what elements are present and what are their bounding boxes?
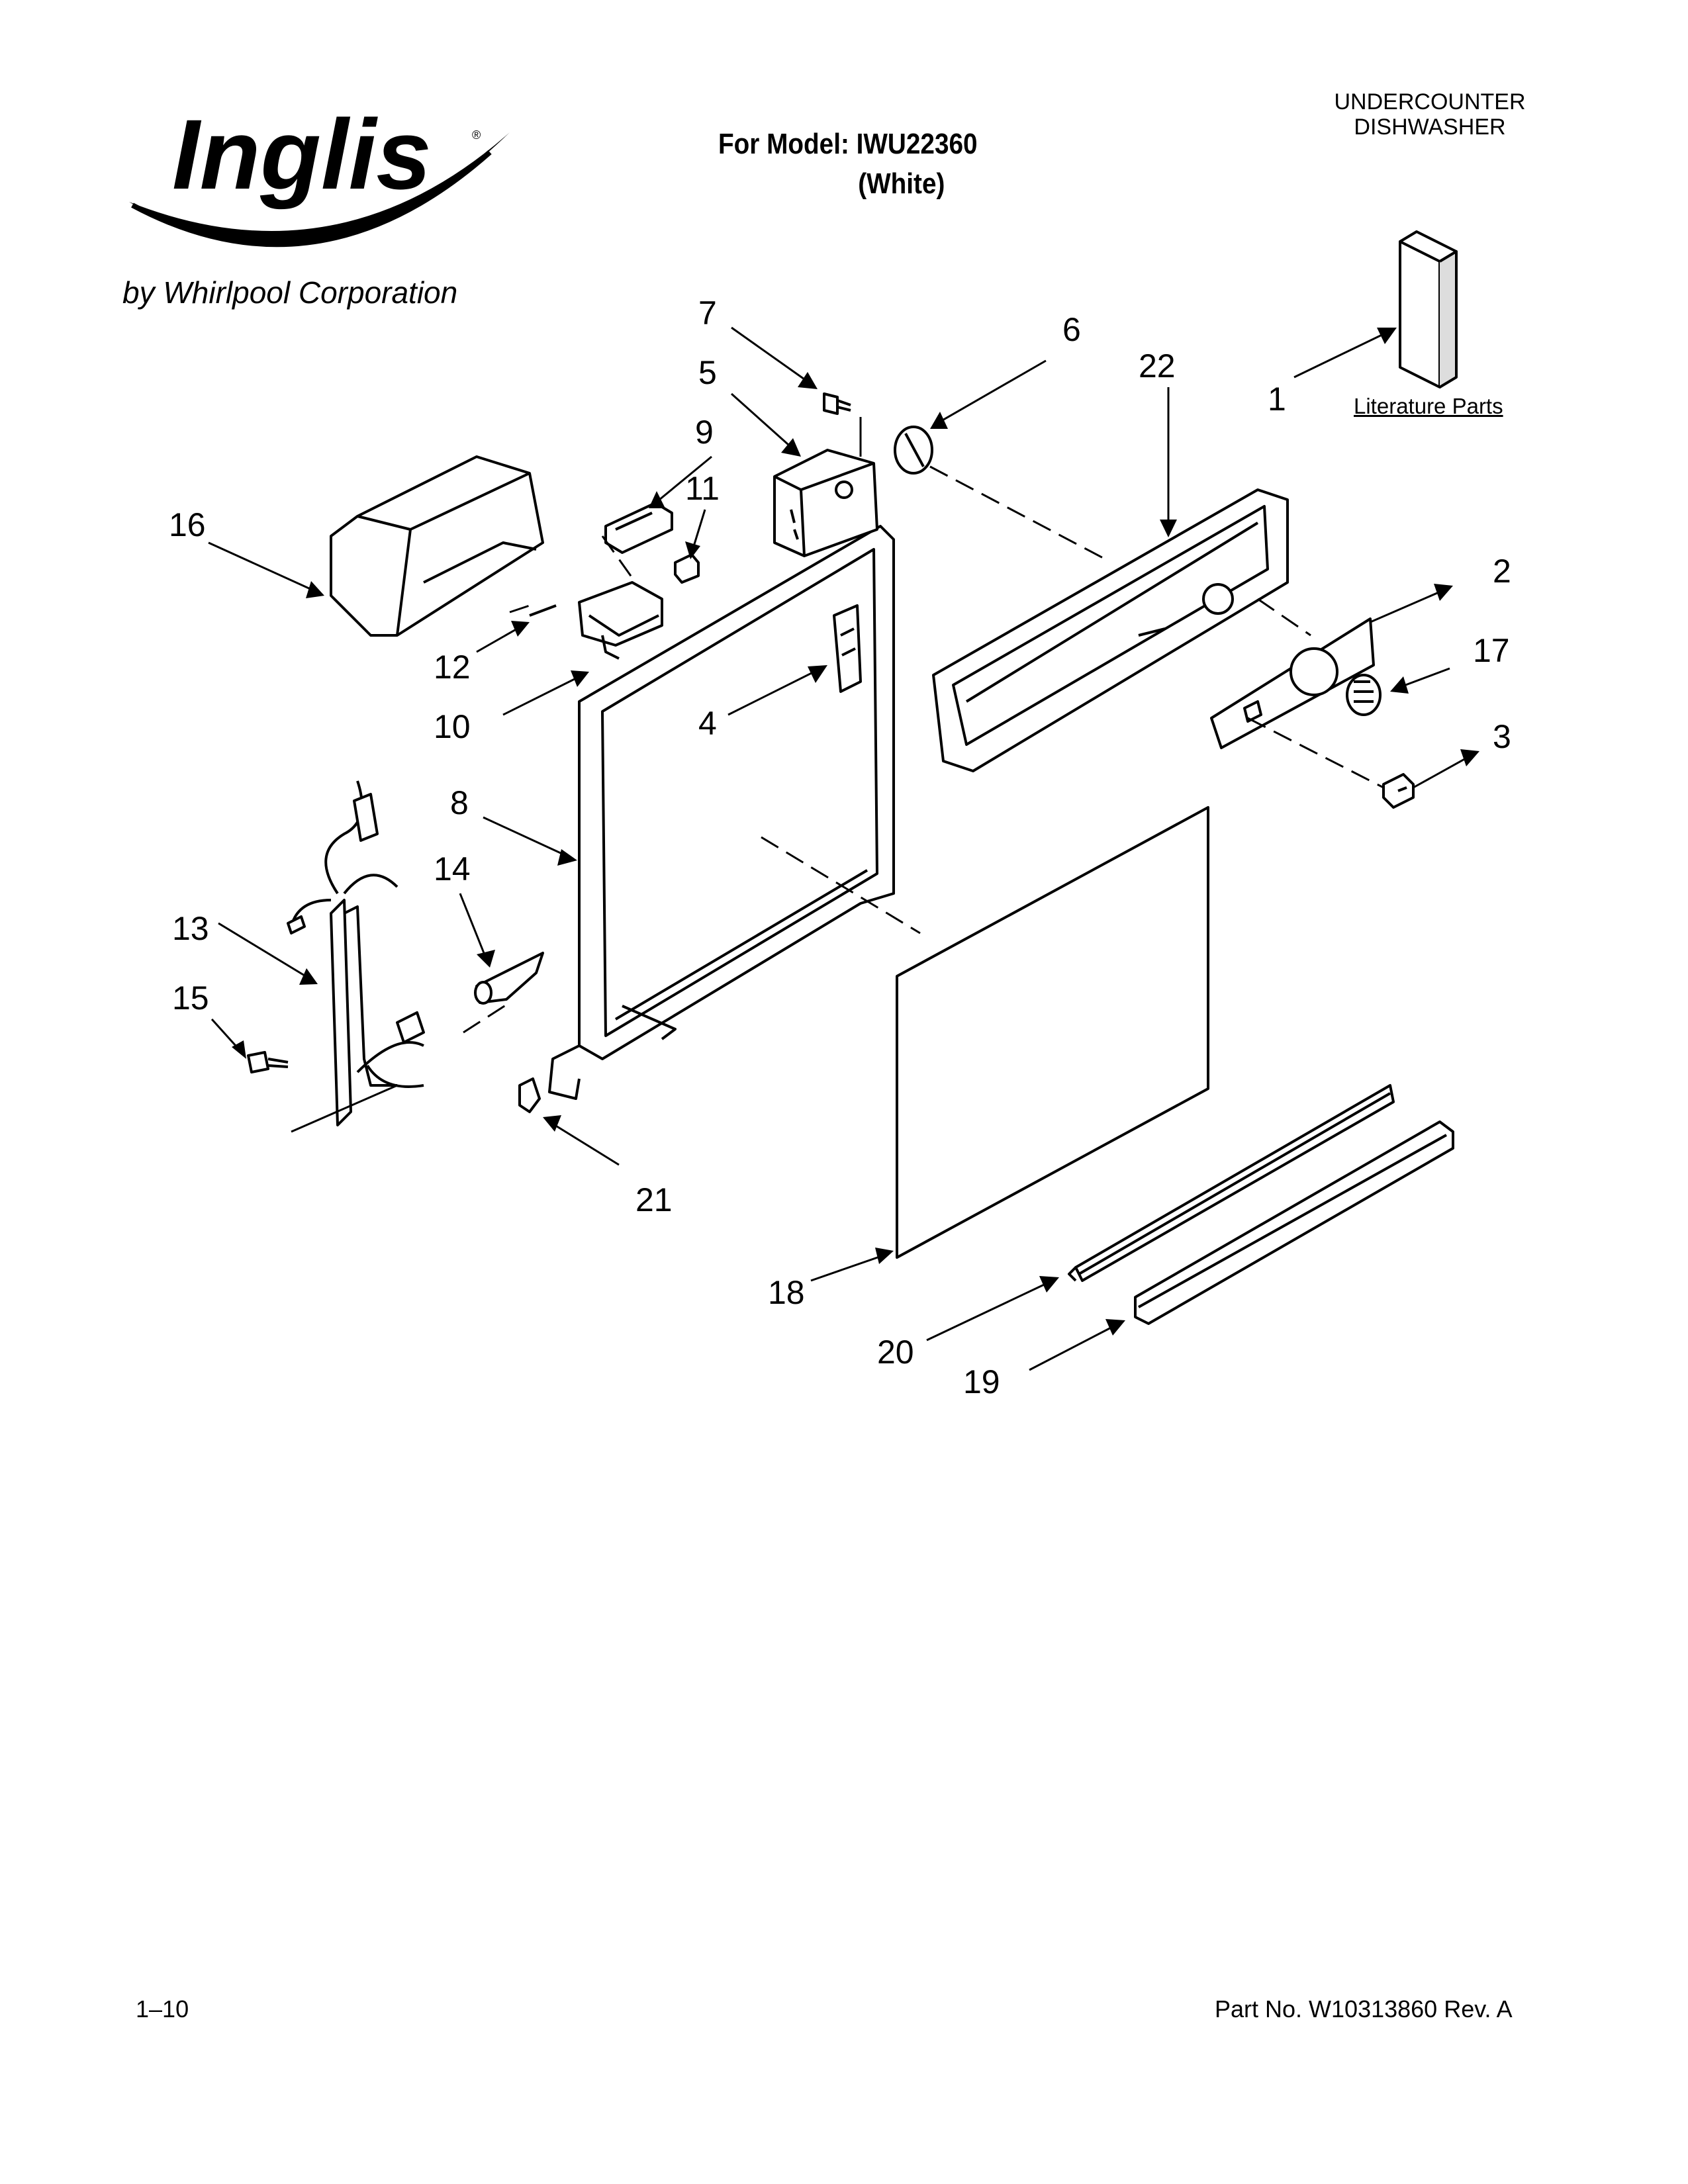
callout-5: 5 xyxy=(698,354,717,391)
assembly-line-dial-panel xyxy=(929,465,1106,561)
svg-text:Inglis: Inglis xyxy=(172,106,432,210)
part-13-wire-harness xyxy=(287,780,425,1126)
leader-18 xyxy=(810,1253,888,1282)
callout-2: 2 xyxy=(1493,553,1511,590)
part-9-bracket xyxy=(604,502,673,554)
leader-1 xyxy=(1293,330,1391,379)
part-18-panel-sheet xyxy=(896,806,1209,1259)
assembly-line-switch xyxy=(1247,717,1384,789)
leader-16 xyxy=(208,541,318,594)
model-color: (White) xyxy=(858,167,945,200)
brand-subtitle: by Whirlpool Corporation xyxy=(122,275,458,310)
leader-21 xyxy=(549,1120,620,1166)
part-14-sensor xyxy=(474,952,544,1005)
svg-text:®: ® xyxy=(472,128,481,142)
assembly-line-panel-sheet xyxy=(761,836,921,934)
callout-15: 15 xyxy=(172,979,209,1017)
part-21-clip xyxy=(518,1077,541,1113)
callout-14: 14 xyxy=(434,850,471,887)
callout-17: 17 xyxy=(1473,632,1510,669)
part-17-knob xyxy=(1346,674,1382,716)
callout-13: 13 xyxy=(172,910,209,947)
callout-20: 20 xyxy=(877,1334,914,1371)
leader-2 xyxy=(1370,588,1447,623)
callout-8: 8 xyxy=(450,784,469,821)
appliance-type: UNDERCOUNTER DISHWASHER xyxy=(1291,89,1569,140)
assembly-line-sensor xyxy=(463,1001,510,1034)
part-12-strip xyxy=(529,604,557,617)
part-22-control-panel xyxy=(932,488,1289,772)
leader-14 xyxy=(459,893,488,960)
model-number: For Model: IWU22360 xyxy=(718,128,978,160)
callout-3: 3 xyxy=(1493,718,1511,755)
part-6-dial xyxy=(894,426,933,475)
part-20-trim-channel xyxy=(1068,1084,1395,1282)
part-number: Part No. W10313860 Rev. A xyxy=(1215,1995,1513,2023)
leader-19 xyxy=(1029,1322,1119,1371)
appliance-type-line2: DISHWASHER xyxy=(1354,114,1506,140)
model-heading: For Model: IWU22360 (White) xyxy=(718,124,978,204)
leader-3 xyxy=(1413,753,1474,789)
callout-9: 9 xyxy=(695,414,714,451)
leader-10 xyxy=(502,674,583,716)
part-3-switch xyxy=(1382,773,1415,809)
leader-5 xyxy=(730,392,796,451)
appliance-type-line1: UNDERCOUNTER xyxy=(1334,89,1526,114)
leader-13 xyxy=(218,922,312,981)
callout-11: 11 xyxy=(685,470,720,507)
part-2-plate xyxy=(1210,617,1375,749)
part-5-latch-assembly xyxy=(773,449,878,557)
assembly-line-screw xyxy=(291,1084,398,1133)
callout-10: 10 xyxy=(434,708,471,745)
assembly-line-strip xyxy=(509,604,530,614)
literature-parts-label: Literature Parts xyxy=(1354,394,1503,418)
page-number: 1–10 xyxy=(136,1995,189,2023)
callout-1: 1 xyxy=(1268,381,1286,418)
brand-logo: Inglis ® xyxy=(119,99,516,281)
leader-4 xyxy=(727,667,821,716)
assembly-line-knob xyxy=(1257,598,1311,637)
leader-20 xyxy=(926,1279,1053,1342)
leader-7 xyxy=(731,326,812,385)
callout-21: 21 xyxy=(635,1181,673,1218)
part-7-screw xyxy=(823,392,851,415)
part-11-clip xyxy=(674,553,700,584)
callout-6: 6 xyxy=(1062,311,1081,348)
callout-12: 12 xyxy=(434,649,471,686)
assembly-line-bracket xyxy=(601,535,637,583)
part-16-cover xyxy=(330,455,544,637)
callout-22: 22 xyxy=(1139,347,1176,385)
part-4-hinge-bracket xyxy=(833,604,862,693)
callout-18: 18 xyxy=(768,1274,805,1311)
callout-4: 4 xyxy=(698,705,717,742)
part-8-door-frame xyxy=(548,525,895,1100)
leader-8 xyxy=(483,816,570,858)
callout-16: 16 xyxy=(169,506,206,543)
part-15-screw xyxy=(247,1051,289,1073)
callout-19: 19 xyxy=(963,1363,1000,1400)
part-1-literature-book xyxy=(1399,230,1458,388)
part-19-bottom-trim xyxy=(1134,1120,1454,1325)
part-10-housing xyxy=(578,581,663,660)
leader-6 xyxy=(936,359,1047,425)
leader-9 xyxy=(655,455,712,504)
callout-7: 7 xyxy=(698,295,717,332)
